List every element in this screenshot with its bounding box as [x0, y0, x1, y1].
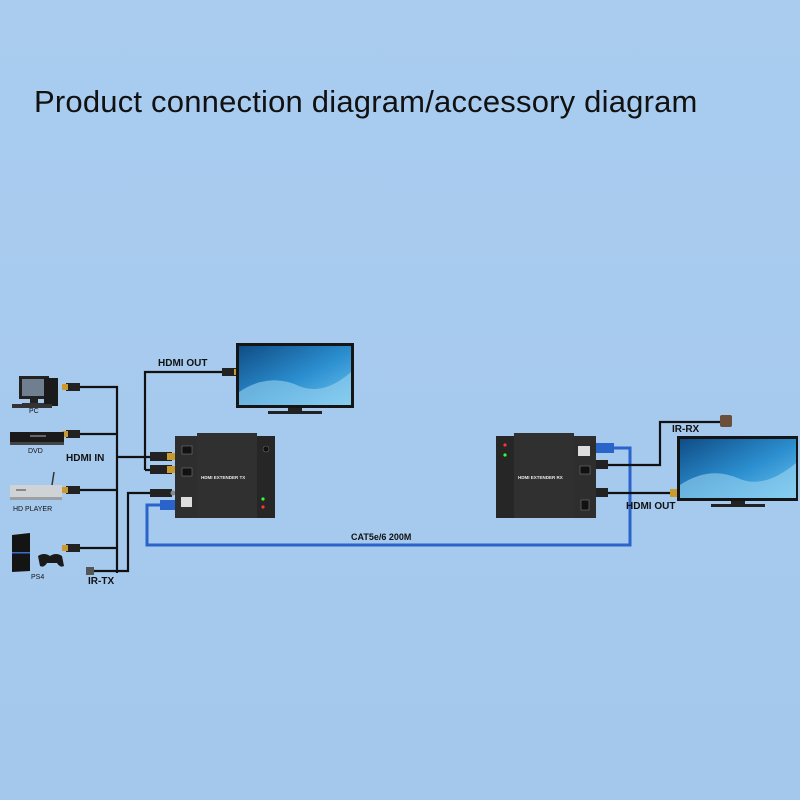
tx-monitor-icon: [236, 343, 354, 414]
monitor-hdmi-plug: [670, 489, 682, 497]
page-title: Product connection diagram/accessory dia…: [34, 84, 698, 119]
hd-player-icon: [10, 471, 62, 500]
ir-rx-sensor: [720, 415, 732, 427]
hdmi-in-label: HDMI IN: [66, 453, 105, 464]
tx-extender-box: [175, 433, 275, 518]
ir-tx-label: IR-TX: [88, 576, 115, 587]
rx-ir-plug: [592, 460, 608, 469]
rx-monitor-icon: [677, 436, 798, 507]
tx-box-label: HDMI EXTENDER TX: [201, 475, 246, 480]
hdmi-out-tx-label: HDMI OUT: [158, 358, 208, 369]
tx-rj45-plug: [160, 500, 178, 510]
hd-player-label: HD PLAYER: [13, 506, 53, 513]
dvd-label: DVD: [28, 448, 43, 455]
pc-label: PC: [29, 408, 39, 415]
ir-tx-sensor: [86, 567, 94, 575]
rx-extender-box: [496, 433, 596, 518]
cat-cable: [145, 446, 632, 547]
rx-hdmi-plug: [592, 488, 608, 497]
dvd-icon: [10, 432, 64, 445]
ps4-icon: [12, 533, 64, 572]
ps4-label: PS4: [31, 574, 45, 581]
cable-label: CAT5e/6 200M: [351, 532, 412, 542]
hdmi-out-rx-label: HDMI OUT: [626, 501, 676, 512]
rx-box-label: HDMI EXTENDER RX: [518, 475, 563, 480]
rx-rj45-plug: [596, 443, 614, 453]
tx-hdmi-plugs: [150, 452, 176, 497]
rx-output-wires: [600, 420, 720, 495]
pc-icon: [12, 376, 58, 408]
hdmi-input-wires: [78, 370, 225, 573]
ir-rx-label: IR-RX: [672, 424, 700, 435]
